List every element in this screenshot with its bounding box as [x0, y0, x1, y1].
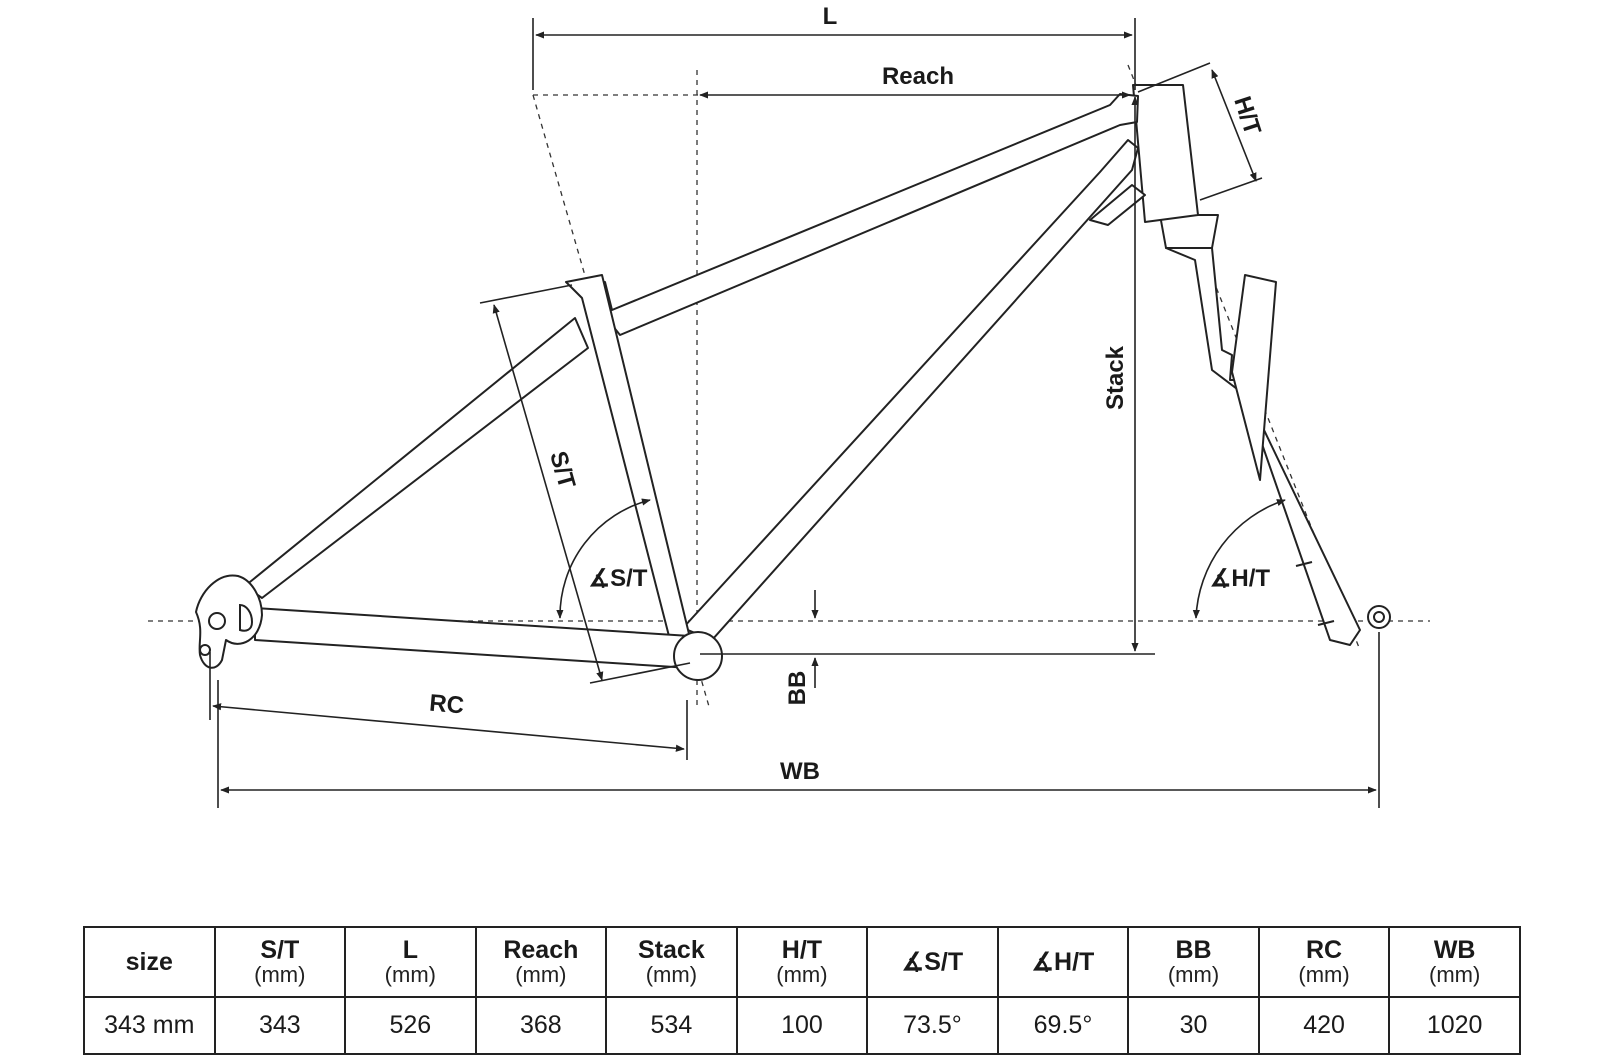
label-st: S/T [544, 448, 580, 492]
label-reach: Reach [882, 63, 954, 90]
head-tube [1132, 84, 1199, 223]
header-reach: Reach(mm) [474, 926, 608, 998]
table-row: 343 mm 343 526 368 534 100 73.5° 69.5° 3… [83, 996, 1521, 1055]
cell-st-angle: 73.5° [866, 996, 999, 1055]
header-rc: RC(mm) [1257, 926, 1391, 998]
geometry-table: size S/T(mm) L(mm) Reach(mm) Stack(mm) H… [83, 926, 1521, 1055]
header-bb: BB(mm) [1127, 926, 1260, 998]
label-ht-angle: ∡H/T [1210, 565, 1271, 592]
dimension-lines [209, 18, 1380, 808]
rear-dropout [195, 574, 263, 669]
cell-rc: 420 [1257, 996, 1391, 1055]
seat-stay [244, 317, 589, 599]
cell-size: 343 mm [83, 996, 216, 1055]
down-tube [682, 139, 1139, 641]
cell-bb: 30 [1127, 996, 1260, 1055]
cell-l: 526 [344, 996, 477, 1055]
header-st: S/T(mm) [213, 926, 347, 998]
header-ht-angle: ∡H/T [996, 926, 1130, 998]
header-ht: H/T(mm) [735, 926, 869, 998]
top-tube [574, 93, 1139, 336]
label-rc: RC [428, 690, 465, 720]
fork [1159, 214, 1391, 646]
label-wb: WB [780, 758, 820, 785]
header-l: L(mm) [344, 926, 477, 998]
header-stack: Stack(mm) [605, 926, 738, 998]
cell-st: 343 [213, 996, 347, 1055]
header-wb: WB(mm) [1388, 926, 1521, 998]
header-size: size [83, 926, 216, 998]
bottom-bracket [673, 631, 723, 681]
cell-wb: 1020 [1388, 996, 1521, 1055]
label-ht: H/T [1228, 93, 1266, 138]
label-l: L [823, 3, 838, 30]
label-st-angle: ∡S/T [589, 565, 648, 592]
geometry-diagram: L Reach H/T Stack S/T ∡S/T ∡H/T BB RC WB [148, 3, 1430, 808]
cell-ht: 100 [735, 996, 869, 1055]
cell-stack: 534 [605, 996, 738, 1055]
table-header-row: size S/T(mm) L(mm) Reach(mm) Stack(mm) H… [83, 926, 1521, 998]
header-st-angle: ∡S/T [866, 926, 999, 998]
cell-ht-angle: 69.5° [996, 996, 1130, 1055]
label-stack: Stack [1102, 345, 1129, 410]
label-bb: BB [784, 671, 811, 706]
chain-stay [254, 607, 691, 669]
cell-reach: 368 [474, 996, 608, 1055]
